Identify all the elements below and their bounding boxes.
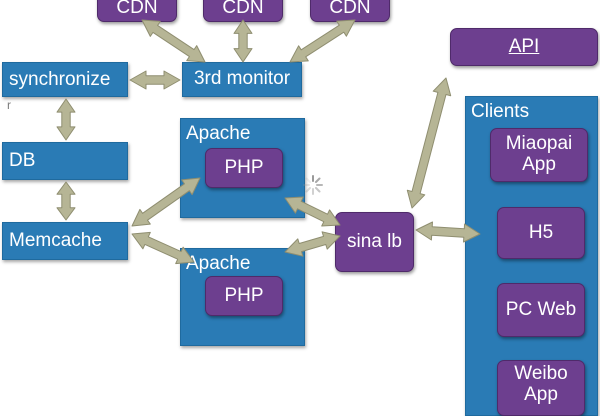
arrow-cdn1-monitor [141, 19, 206, 63]
php-label-2: PHP [224, 284, 264, 306]
pc-web-label: PC Web [505, 298, 577, 320]
apache-label-2: Apache [186, 253, 251, 274]
stray-mark: r [7, 98, 11, 112]
synchronize-node: synchronize [2, 62, 128, 97]
memcache-label: Memcache [9, 230, 102, 251]
sina-lb-node: sina lb [335, 212, 414, 272]
synchronize-label: synchronize [9, 68, 111, 90]
h5-label: H5 [528, 221, 554, 243]
sina-lb-label: sina lb [347, 230, 402, 252]
apache-label-1: Apache [186, 123, 251, 144]
weibo-app-node: Weibo App [497, 360, 585, 416]
arrow-db-memcache [56, 181, 76, 221]
api-node: API [450, 28, 598, 66]
db-node: DB [2, 142, 128, 180]
h5-node: H5 [497, 207, 585, 259]
cdn-node-1: CDN [97, 0, 177, 22]
arrow-synchronize-monitor [129, 70, 181, 90]
php-label-1: PHP [224, 156, 264, 178]
cdn-node-2: CDN [203, 0, 283, 22]
arrow-synchronize-db [56, 98, 76, 141]
miaopai-app-node: Miaopai App [490, 128, 588, 182]
loading-spinner-icon [303, 175, 323, 195]
cdn-node-3: CDN [310, 0, 390, 22]
php-node-1: PHP [205, 148, 283, 188]
php-node-2: PHP [205, 276, 283, 316]
apache-group-2: Apache [180, 248, 305, 346]
arrow-cdn3-monitor [289, 19, 356, 63]
api-label: API [508, 35, 540, 57]
cdn-label-3: CDN [329, 0, 371, 18]
cdn-label-2: CDN [222, 0, 264, 18]
miaopai-app-label: Miaopai App [505, 133, 573, 175]
db-label: DB [9, 150, 36, 171]
pc-web-node: PC Web [497, 283, 585, 337]
third-monitor-label: 3rd monitor [193, 68, 291, 90]
arrow-cdn2-monitor [233, 19, 253, 63]
third-monitor-node: 3rd monitor [182, 62, 302, 97]
memcache-node: Memcache [2, 222, 128, 260]
arrow-sinalb-api [406, 77, 452, 209]
cdn-label-1: CDN [116, 0, 158, 18]
clients-label: Clients [471, 101, 530, 122]
